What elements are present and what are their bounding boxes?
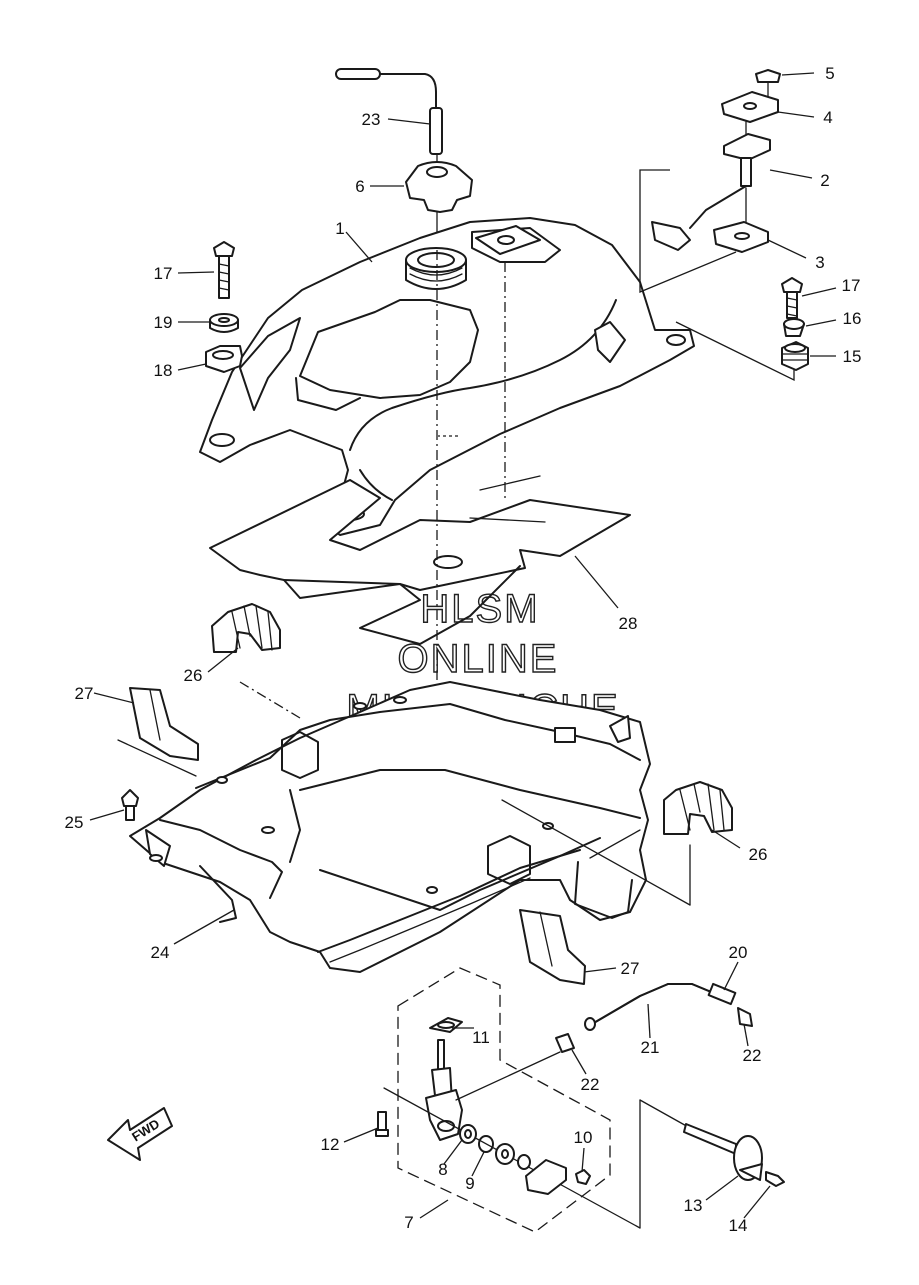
callout-12: 12 bbox=[321, 1135, 340, 1154]
petcock-assembly-boundary bbox=[397, 967, 611, 1233]
callout-9: 9 bbox=[465, 1174, 474, 1193]
callout-8: 8 bbox=[438, 1160, 447, 1179]
callout-2: 2 bbox=[820, 171, 829, 190]
part-lever-knob bbox=[683, 1123, 785, 1187]
callout-26-left: 26 bbox=[184, 666, 203, 685]
callout-27-upper: 27 bbox=[75, 684, 94, 703]
callout-23: 23 bbox=[362, 110, 381, 129]
callout-21: 21 bbox=[641, 1038, 660, 1057]
part-vent-hose bbox=[335, 68, 443, 171]
callout-17-left: 17 bbox=[154, 264, 173, 283]
part-fuel-cock bbox=[383, 1039, 691, 1229]
part-damper-right bbox=[663, 781, 733, 835]
watermark-line-1: HLSM bbox=[420, 587, 539, 631]
callout-19: 19 bbox=[154, 313, 173, 332]
callout-leaders bbox=[89, 72, 837, 1219]
callout-11: 11 bbox=[472, 1028, 490, 1047]
part-gasket bbox=[429, 1017, 463, 1033]
callout-17-right: 17 bbox=[842, 276, 861, 295]
part-left-mount-fasteners bbox=[205, 241, 243, 373]
callout-7: 7 bbox=[404, 1213, 413, 1232]
callout-13: 13 bbox=[684, 1196, 703, 1215]
part-right-mount-fasteners bbox=[675, 277, 809, 382]
callout-3: 3 bbox=[815, 253, 824, 272]
part-fuel-cap bbox=[405, 161, 473, 251]
part-sender-unit bbox=[639, 69, 781, 293]
callout-14: 14 bbox=[729, 1216, 748, 1235]
callout-27-lower: 27 bbox=[621, 959, 640, 978]
callout-20: 20 bbox=[729, 943, 748, 962]
callout-6: 6 bbox=[355, 177, 364, 196]
callout-4: 4 bbox=[823, 108, 832, 127]
callout-26-right: 26 bbox=[749, 845, 768, 864]
callout-labels: 23 6 1 5 4 2 3 17 19 18 17 16 15 28 26 2… bbox=[65, 64, 862, 1235]
forward-direction-arrow: FWD bbox=[107, 1107, 173, 1161]
callout-15: 15 bbox=[843, 347, 862, 366]
watermark-line-2: ONLINE bbox=[398, 637, 559, 681]
part-rivet bbox=[121, 789, 139, 821]
callout-22-left: 22 bbox=[581, 1075, 600, 1094]
callout-10: 10 bbox=[574, 1128, 593, 1147]
part-guard-upper bbox=[117, 687, 199, 777]
part-pad bbox=[209, 475, 631, 645]
callout-18: 18 bbox=[154, 361, 173, 380]
part-screw-12 bbox=[375, 1111, 389, 1137]
part-fuel-hose bbox=[555, 982, 753, 1053]
callout-5: 5 bbox=[825, 64, 834, 83]
part-seals-and-lever bbox=[459, 1124, 591, 1195]
callout-1: 1 bbox=[335, 219, 344, 238]
part-fuel-tank bbox=[199, 217, 695, 536]
part-tank-tray bbox=[129, 681, 691, 973]
part-guard-lower bbox=[519, 909, 586, 985]
callout-25: 25 bbox=[65, 813, 84, 832]
callout-16: 16 bbox=[843, 309, 862, 328]
callout-24: 24 bbox=[151, 943, 170, 962]
part-damper-left bbox=[211, 603, 281, 653]
callout-28: 28 bbox=[619, 614, 638, 633]
callout-22-right: 22 bbox=[743, 1046, 762, 1065]
